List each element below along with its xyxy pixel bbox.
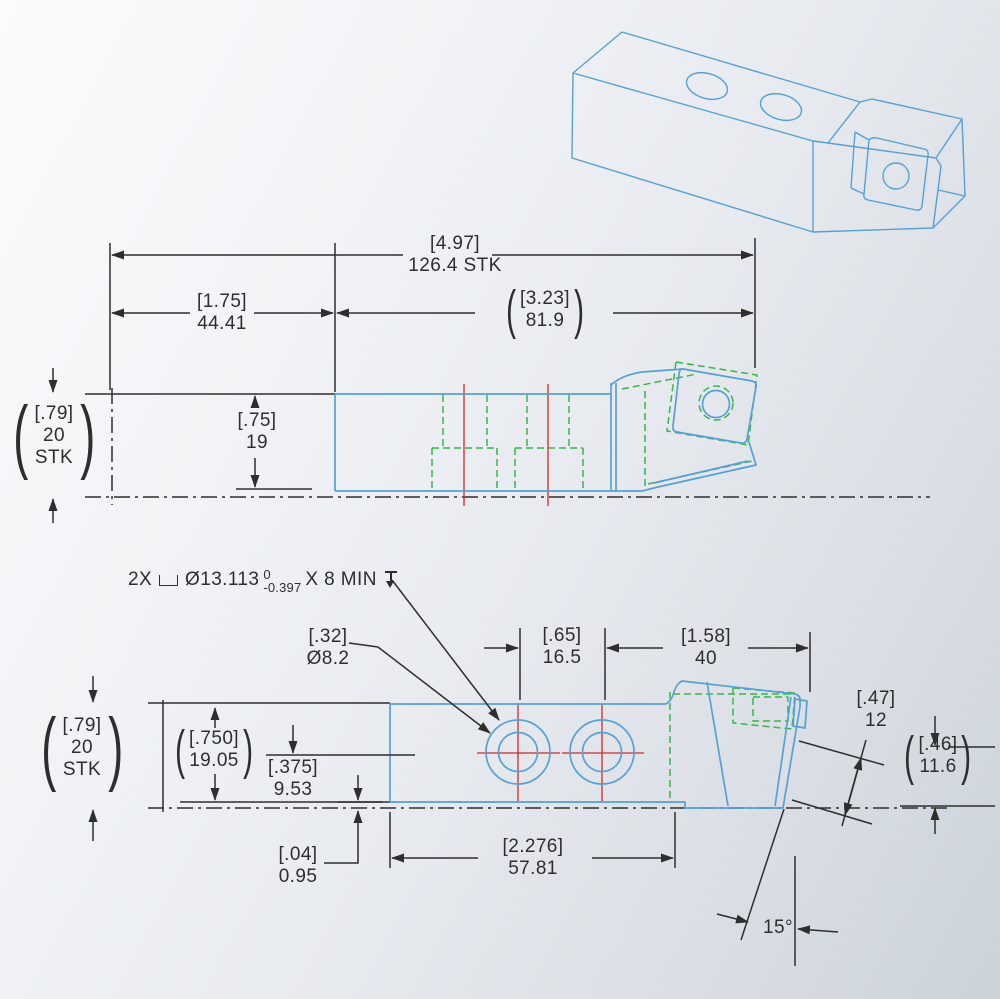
dim-body-height: [.75] 19 <box>237 410 277 453</box>
dim-pocket-length: [2.276] 57.81 <box>502 836 564 879</box>
dim-head-length: [1.58] 40 <box>681 626 731 669</box>
dim-overall-length: [4.97] 126.4 STK <box>408 233 502 276</box>
side-view-stock <box>85 388 930 505</box>
plan-view <box>389 680 808 809</box>
dim-insert-angle: 15° <box>763 917 793 938</box>
dim-stock-width-plan: ( [.79] 20 STK ) <box>41 702 123 793</box>
isometric-view <box>571 31 966 233</box>
dim-hole-diameter: [.32] Ø8.2 <box>306 626 350 669</box>
dim-tip-height-ref: ( [.46] 11.6 ) <box>904 726 972 786</box>
dim-shank-length: [1.75] 44.41 <box>197 291 247 334</box>
dimension-lines <box>48 238 995 966</box>
callout-tolerance: 0 -0.397 <box>263 567 302 595</box>
counterbore-icon <box>159 574 179 586</box>
callout-diameter: Ø13.113 <box>185 569 260 590</box>
dim-center-offset: [.375] 9.53 <box>268 757 318 800</box>
dim-head-depth: [.47] 12 <box>856 688 896 731</box>
counterbore-callout: 2X Ø13.113 0 -0.397 X 8 MIN <box>128 567 399 595</box>
side-view <box>334 361 758 506</box>
dim-hole-spacing: [.65] 16.5 <box>542 625 582 668</box>
callout-qty: 2X <box>128 569 153 590</box>
depth-icon <box>384 571 399 589</box>
dim-head-length-ref: ( [3.23] 81.9 ) <box>505 280 585 340</box>
dim-edge-step: [.04] 0.95 <box>278 844 318 887</box>
dim-stock-height-side: ( [.79] 20 STK ) <box>13 390 95 481</box>
callout-depth-note: X 8 MIN <box>305 569 377 590</box>
dim-body-width-ref: ( [.750] 19.05 ) <box>174 720 254 780</box>
